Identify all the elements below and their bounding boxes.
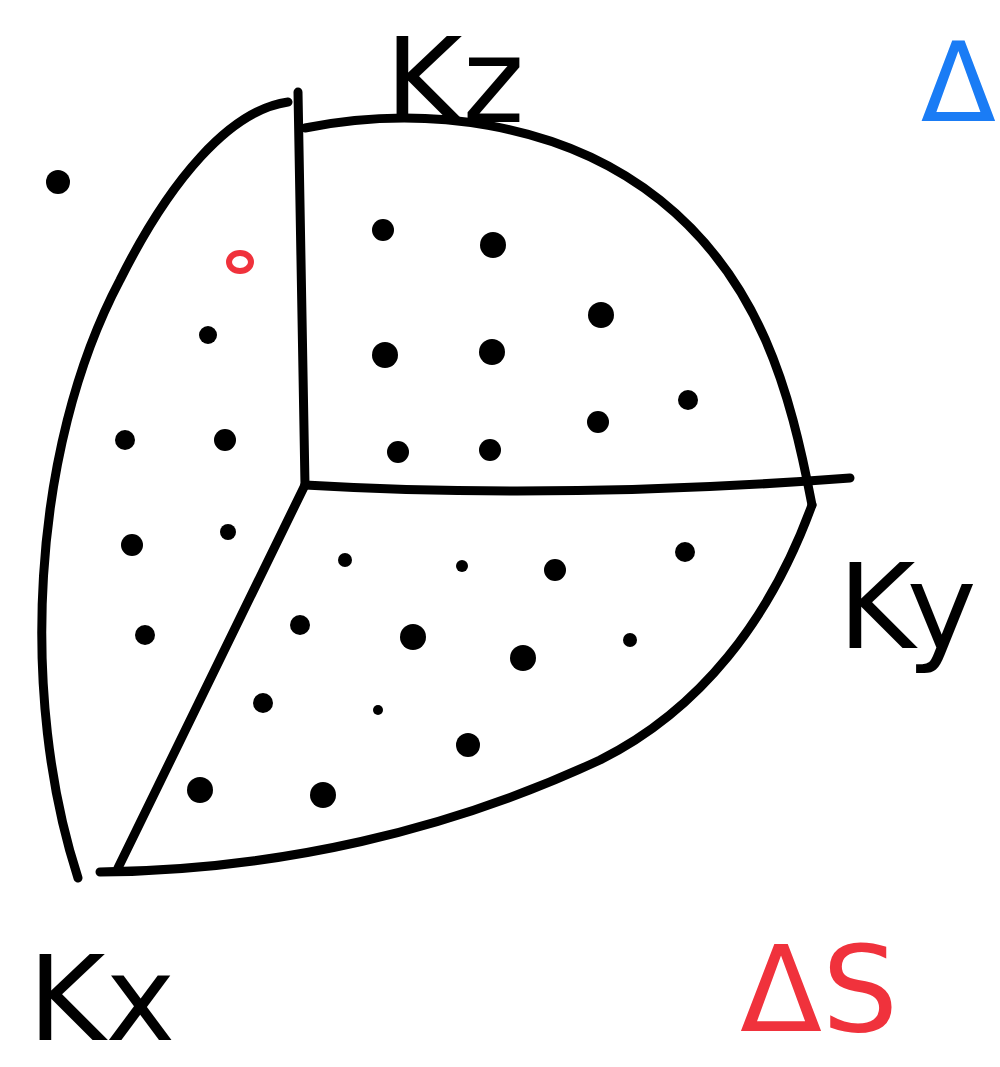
axis-label: Kz — [385, 22, 524, 140]
kx-axis — [118, 485, 305, 868]
octant-edge — [100, 505, 812, 872]
state-dots — [46, 170, 698, 808]
axis-label: Ky — [838, 548, 977, 666]
axis-label: Kx — [28, 940, 175, 1058]
ky-axis — [305, 478, 850, 491]
symbol-label: Δ — [921, 28, 996, 138]
octant-edge — [42, 102, 288, 878]
kz-axis — [298, 92, 305, 485]
highlighted-state — [229, 253, 251, 271]
octant-edge — [305, 118, 812, 505]
symbol-label: ΔS — [740, 930, 898, 1050]
